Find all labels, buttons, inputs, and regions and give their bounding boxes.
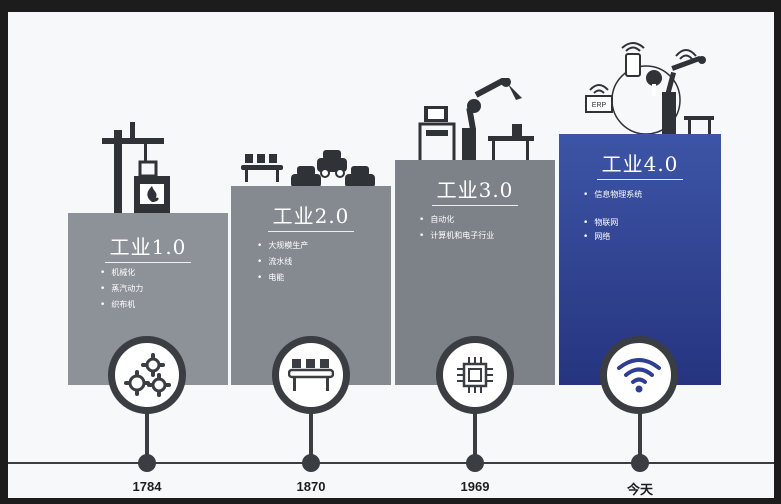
robot-arm-illustration: [418, 78, 534, 166]
bullet-item: 信息物理系统: [583, 188, 642, 202]
bullet-list: 大规模生产 流水线 电能: [257, 238, 308, 286]
gears-icon: [124, 353, 171, 397]
stage-icon-1: [108, 336, 186, 414]
bullet-item: 流水线: [257, 254, 308, 270]
stage-title-text: 工业2.0: [272, 204, 350, 228]
timeline-dot: [302, 454, 320, 472]
stage-title-text: 工业3.0: [436, 178, 514, 202]
stage-title-text: 工业4.0: [601, 152, 679, 176]
steam-engine-illustration: [100, 122, 180, 218]
stage-title: 工业3.0: [395, 174, 555, 206]
year-label: 今天: [626, 482, 653, 497]
timeline-dot: [138, 454, 156, 472]
bullet-item: 织布机: [100, 297, 143, 313]
year-label: 1870: [296, 479, 326, 494]
bullet-item: 机械化: [100, 265, 143, 281]
stage-icon-2: [272, 336, 350, 414]
stage-icon-3: [436, 336, 514, 414]
timeline-stem: [473, 412, 477, 462]
bullet-item: 计算机和电子行业: [419, 228, 494, 244]
bullet-item: 物联网: [583, 216, 642, 230]
iot-network-illustration: ERP: [585, 42, 714, 136]
timeline-axis: [8, 462, 774, 464]
bullet-item: 自动化: [419, 212, 494, 228]
year-label: 1969: [460, 479, 490, 494]
year-label: 1784: [132, 479, 162, 494]
chip-icon: [457, 357, 493, 393]
bullet-list: 信息物理系统 物联网 网络: [583, 188, 642, 244]
bullet-list: 自动化 计算机和电子行业: [419, 212, 494, 244]
bullet-list: 机械化 蒸汽动力 织布机: [100, 265, 143, 313]
timeline-diagram: ERP 工业1.0 机械化 蒸汽动力 织布机 工业2.0 大规模生: [8, 12, 774, 498]
stage-title-text: 工业1.0: [109, 235, 187, 259]
stage-icon-4: [600, 336, 678, 414]
bullet-item: 大规模生产: [257, 238, 308, 254]
timeline-stem: [145, 412, 149, 462]
bullet-item: 网络: [583, 230, 642, 244]
stage-title: 工业2.0: [231, 200, 391, 232]
timeline-dot: [466, 454, 484, 472]
conveyor-icon: [288, 359, 334, 391]
stage-title: 工业4.0: [559, 148, 721, 180]
bullet-item: 蒸汽动力: [100, 281, 143, 297]
timeline-stem: [309, 412, 313, 462]
timeline-dot: [631, 454, 649, 472]
erp-label: ERP: [592, 102, 607, 109]
bullet-item: 电能: [257, 270, 308, 286]
timeline-stem: [638, 412, 642, 462]
stage-title: 工业1.0: [68, 231, 228, 263]
wifi-icon: [617, 358, 661, 393]
